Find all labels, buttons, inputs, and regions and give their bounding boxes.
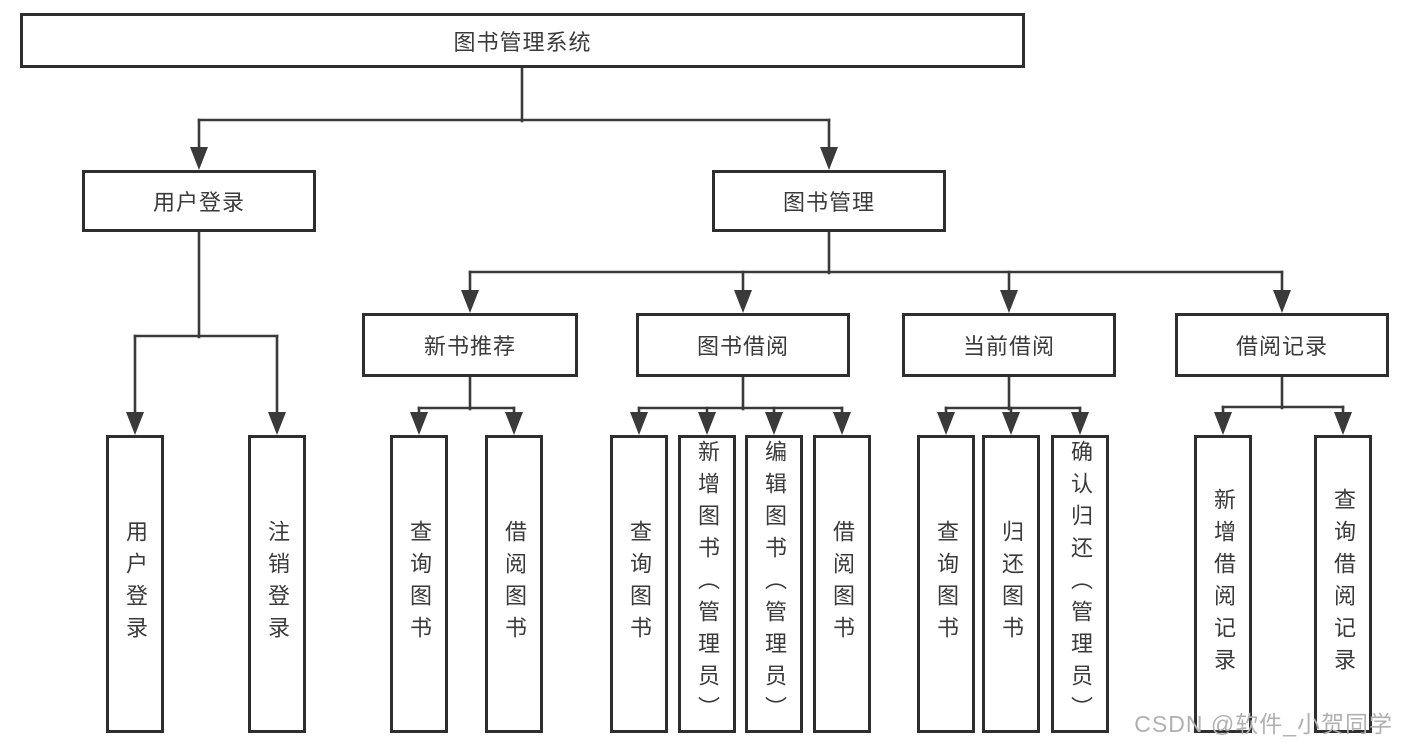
node-label: 图书管理 [782,190,875,215]
leaf-add-books-admin: 新增图书（管理员） [678,435,736,733]
node-user-login: 用户登录 [82,170,316,232]
leaf-user-login: 用户登录 [106,435,164,733]
leaf-query-books-borrow: 查询图书 [610,435,668,733]
node-book-borrow: 图书借阅 [636,313,850,377]
leaf-borrow-books: 借阅图书 [813,435,871,733]
leaf-borrow-books-recommend: 借阅图书 [485,435,543,733]
leaf-label: 注销登录 [265,520,290,648]
leaf-return-books: 归还图书 [982,435,1040,733]
node-label: 新书推荐 [423,334,516,359]
node-label: 用户登录 [152,190,245,215]
leaf-label: 查询图书 [407,520,432,648]
leaf-label: 借阅图书 [502,520,527,648]
node-book-management: 图书管理 [712,170,946,232]
leaf-label: 用户登录 [123,520,148,648]
leaf-label: 查询图书 [627,520,652,648]
node-borrow-records: 借阅记录 [1175,313,1389,377]
leaf-label: 新增图书（管理员） [695,440,720,728]
node-root-system: 图书管理系统 [20,13,1025,68]
leaf-label: 借阅图书 [830,520,855,648]
leaf-label: 编辑图书（管理员） [762,440,787,728]
node-label: 图书借阅 [696,334,789,359]
leaf-query-books-current: 查询图书 [917,435,975,733]
leaf-label: 查询图书 [934,520,959,648]
node-new-book-recommend: 新书推荐 [362,313,578,377]
leaf-query-borrow-record: 查询借阅记录 [1314,435,1372,733]
csdn-watermark: CSDN @软件_小贺同学 [1134,711,1393,737]
node-label: 借阅记录 [1235,334,1328,359]
node-current-borrow: 当前借阅 [902,313,1116,377]
leaf-confirm-return-admin: 确认归还（管理员） [1051,435,1109,733]
leaf-edit-books-admin: 编辑图书（管理员） [745,435,803,733]
leaf-add-borrow-record: 新增借阅记录 [1194,435,1252,733]
node-label: 图书管理系统 [453,29,592,55]
leaf-query-books-recommend: 查询图书 [390,435,448,733]
leaf-label: 确认归还（管理员） [1068,440,1093,728]
leaf-label: 归还图书 [999,520,1024,648]
leaf-label: 新增借阅记录 [1211,488,1236,680]
leaf-label: 查询借阅记录 [1331,488,1356,680]
node-label: 当前借阅 [962,334,1055,359]
leaf-logout: 注销登录 [248,435,306,733]
